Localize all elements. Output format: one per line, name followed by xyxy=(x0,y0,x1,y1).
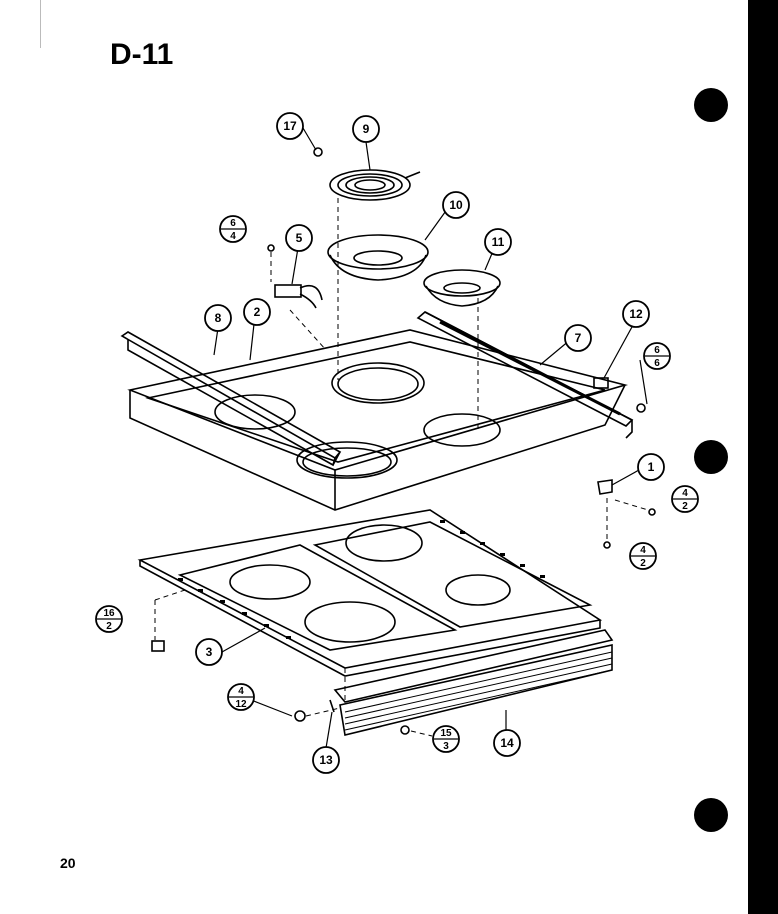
svg-text:9: 9 xyxy=(363,122,370,136)
front-grille xyxy=(333,629,614,736)
fraction-callout-15-3: 15 3 xyxy=(432,725,460,753)
svg-text:2: 2 xyxy=(254,305,261,319)
callout-8: 8 xyxy=(204,304,232,332)
page-title: D-11 xyxy=(110,38,174,71)
screw-6-4 xyxy=(267,244,275,252)
fraction-callout-6-4: 6 4 xyxy=(219,215,247,243)
svg-text:7: 7 xyxy=(575,331,582,345)
svg-text:4: 4 xyxy=(682,488,688,499)
callout-13: 13 xyxy=(312,746,340,774)
svg-text:10: 10 xyxy=(449,198,463,212)
svg-text:8: 8 xyxy=(215,311,222,325)
callout-2: 2 xyxy=(243,298,271,326)
scan-edge-bar xyxy=(748,0,778,914)
trim-strip-left xyxy=(120,331,342,467)
screw-15-3 xyxy=(400,725,410,735)
svg-text:4: 4 xyxy=(640,545,646,556)
leader-lines xyxy=(213,127,648,749)
bracket-1 xyxy=(597,479,613,495)
screw-4-2a xyxy=(648,508,656,516)
fraction-callout-4-12: 4 12 xyxy=(227,683,255,711)
svg-text:4: 4 xyxy=(230,231,236,242)
binder-hole-middle xyxy=(694,440,728,474)
svg-text:17: 17 xyxy=(283,119,297,133)
svg-text:6: 6 xyxy=(654,358,660,369)
callout-5: 5 xyxy=(285,224,313,252)
screw-4-2b xyxy=(603,541,611,549)
svg-text:4: 4 xyxy=(238,686,244,697)
svg-text:6: 6 xyxy=(654,345,660,356)
svg-text:3: 3 xyxy=(206,645,213,659)
svg-text:2: 2 xyxy=(106,621,112,632)
callout-1: 1 xyxy=(637,453,665,481)
drip-pan-small xyxy=(423,269,501,307)
svg-text:3: 3 xyxy=(443,741,449,752)
svg-text:6: 6 xyxy=(230,218,236,229)
callout-9: 9 xyxy=(352,115,380,143)
svg-text:2: 2 xyxy=(640,558,646,569)
svg-text:5: 5 xyxy=(296,231,303,245)
callout-14: 14 xyxy=(493,729,521,757)
callout-10: 10 xyxy=(442,191,470,219)
svg-text:1: 1 xyxy=(648,460,655,474)
alignment-lines xyxy=(154,198,649,737)
burner-box-slots xyxy=(178,520,545,639)
svg-text:16: 16 xyxy=(103,608,115,619)
clip-16-2 xyxy=(151,640,165,652)
svg-text:2: 2 xyxy=(682,501,688,512)
binder-hole-top xyxy=(694,88,728,122)
binder-hole-bottom xyxy=(694,798,728,832)
receptacle xyxy=(274,284,323,309)
cooktop-assembly xyxy=(127,329,629,511)
svg-text:13: 13 xyxy=(319,753,333,767)
bracket-12 xyxy=(593,377,609,389)
svg-text:15: 15 xyxy=(440,728,452,739)
page-number: 20 xyxy=(60,855,76,871)
scan-edge-mark xyxy=(40,0,41,48)
burner-box xyxy=(137,509,603,677)
svg-text:14: 14 xyxy=(500,736,514,750)
fraction-callout-4-2-upper: 4 2 xyxy=(671,485,699,513)
fraction-callout-6-6: 6 6 xyxy=(643,342,671,370)
callout-12: 12 xyxy=(622,300,650,328)
clip-13 xyxy=(329,699,335,713)
surface-element-large xyxy=(329,169,421,201)
trim-strip-right xyxy=(416,311,634,439)
screw-6-6 xyxy=(636,403,646,413)
svg-text:11: 11 xyxy=(492,235,505,249)
screw-17 xyxy=(313,147,323,157)
svg-text:12: 12 xyxy=(235,699,247,710)
callout-17: 17 xyxy=(276,112,304,140)
knob-4-12 xyxy=(294,710,306,722)
callout-3: 3 xyxy=(195,638,223,666)
svg-text:12: 12 xyxy=(629,307,643,321)
callout-11: 11 xyxy=(484,228,512,256)
drip-pan-large xyxy=(327,234,429,281)
fraction-callout-16-2: 16 2 xyxy=(95,605,123,633)
callout-7: 7 xyxy=(564,324,592,352)
fraction-callout-4-2-lower: 4 2 xyxy=(629,542,657,570)
